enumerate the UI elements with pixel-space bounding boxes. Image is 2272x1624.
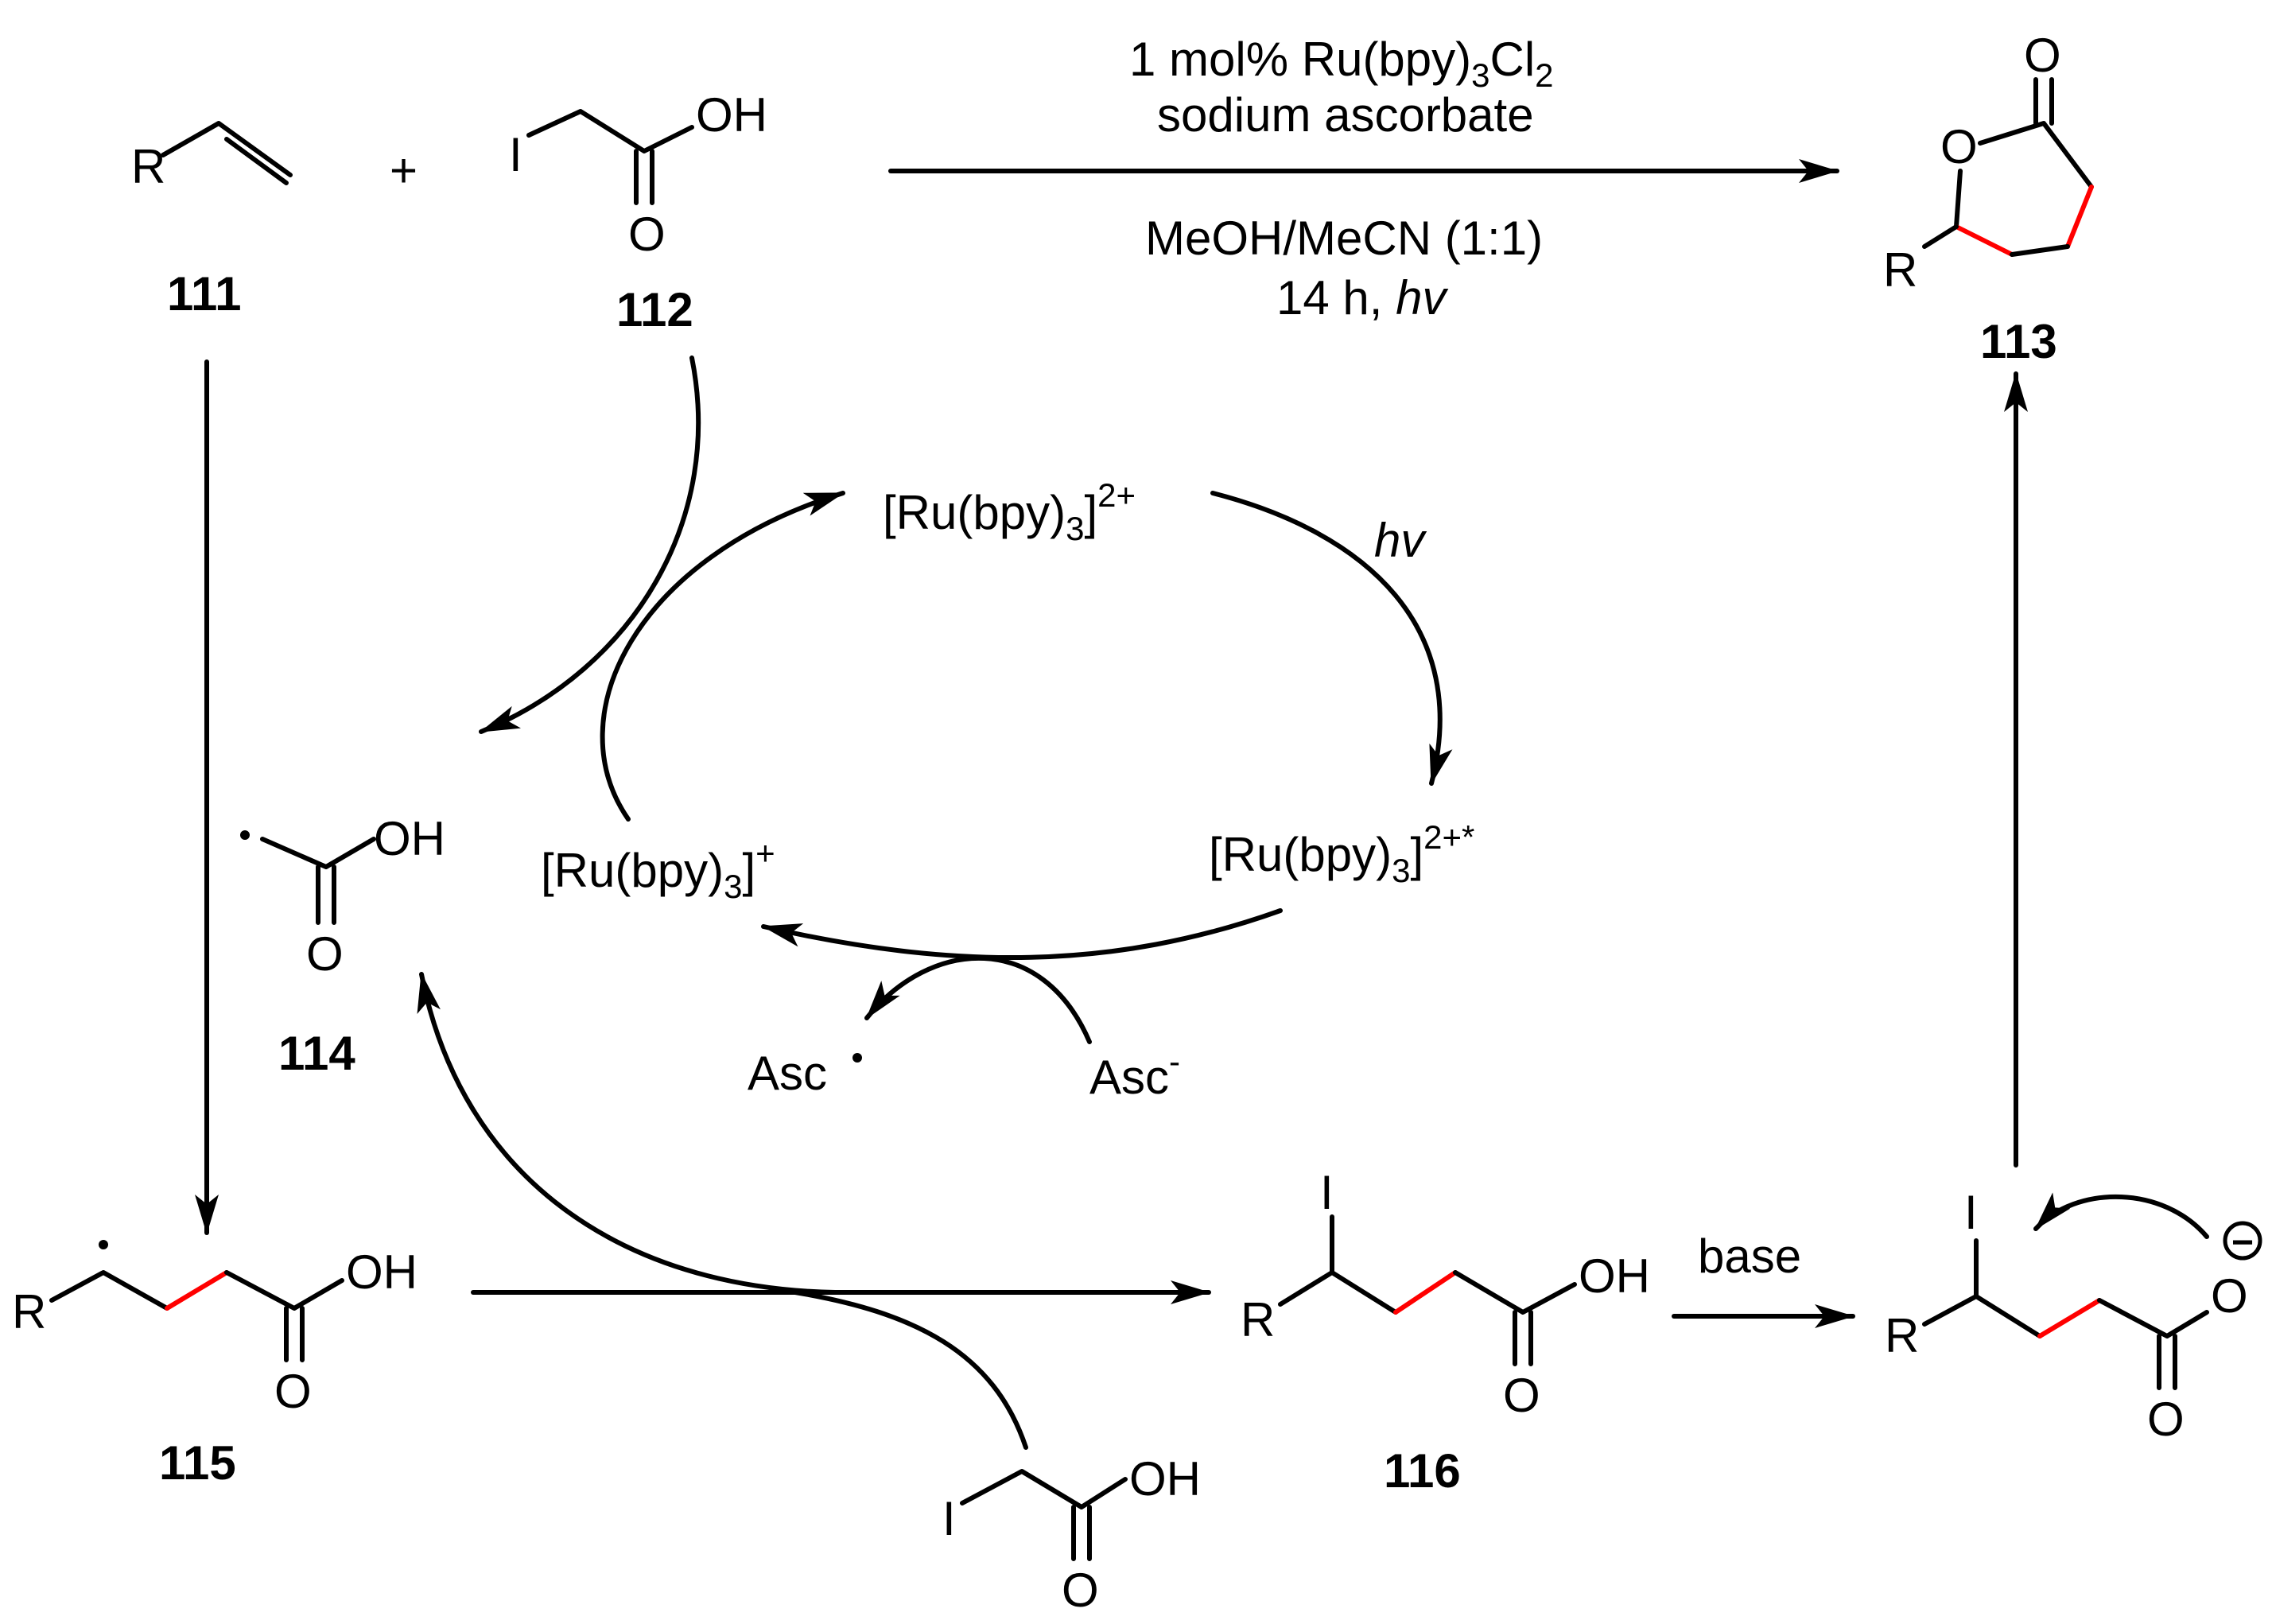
iodine-atom: I [942,1492,956,1545]
iodine-atom: I [509,128,522,181]
carbonyl-oxygen: O [274,1365,312,1418]
radical-dot [852,1053,862,1063]
iodo-acid-116: I R OH O 116 [1241,1166,1650,1498]
catalyst-regeneration-arrow [600,491,845,822]
compound-label-116: 116 [1384,1444,1461,1498]
hydroxyl-label: OH [1129,1452,1201,1506]
radical-formation-arrow [479,355,701,734]
compound-label-112: 112 [616,283,693,336]
carboxylate-oxygen: O [2211,1269,2248,1323]
compound-label-114: 114 [278,1027,355,1080]
plus-sign: + [390,144,418,197]
radical-115: R OH O 115 [12,1240,418,1490]
r-group-label: R [1883,243,1917,297]
hydroxyl-label: OH [346,1245,418,1299]
excitation-arrow [1210,491,1453,786]
radical-114: OH O 114 [240,812,445,1080]
condition-reductant: sodium ascorbate [1157,88,1534,142]
base-label: base [1698,1230,1801,1283]
radical-chain-arrow [417,972,837,1295]
lactone-113: O O R 113 [1883,29,2094,368]
cyclization-arrow [2033,1192,2209,1239]
ru-ground-state: [Ru(bpy)3]2+ [883,476,1136,547]
compound-label-115: 115 [159,1436,236,1490]
hydroxyl-label: OH [696,88,767,142]
radical-dot [240,830,250,840]
negative-charge-icon [2223,1221,2262,1261]
carbonyl-oxygen: O [1503,1369,1540,1422]
compound-label-111: 111 [167,267,242,321]
iodoacetic-acid-bottom: I OH O [942,1452,1201,1617]
hv-label: hv [1374,514,1427,567]
iodo-carboxylate: I R O O − [1885,1186,2262,1446]
reductive-quench-arrow [761,908,1283,961]
radical-dot [99,1240,108,1249]
condition-solvent: MeOH/MeCN (1:1) [1145,212,1543,265]
hydroxyl-label: OH [1579,1249,1650,1303]
ring-oxygen: O [1940,120,1978,173]
iodoacetic-acid-112: I OH O 112 [509,88,767,336]
negative-charge-sign: − [2231,1222,2254,1264]
compound-label-113: 113 [1980,315,2057,368]
condition-catalyst: 1 mol% Ru(bpy)3Cl2 [1129,33,1554,94]
carbonyl-oxygen: O [628,208,666,261]
reagent-entry-arrow [793,1290,1028,1450]
iodine-atom: I [1320,1166,1334,1219]
ru-excited-state: [Ru(bpy)3]2+* [1209,818,1474,889]
iodine-atom: I [1964,1186,1978,1239]
ru-reduced-state: [Ru(bpy)3]+ [541,834,775,905]
r-group-label: R [12,1285,46,1338]
lactone-carbonyl-oxygen: O [2024,29,2061,82]
alkene-111: R 111 [131,121,293,321]
r-group-label: R [1885,1309,1919,1362]
r-group-label: R [131,140,165,193]
carbonyl-oxygen: O [1062,1564,1099,1617]
carbonyl-oxygen: O [306,927,344,981]
hydroxyl-label: OH [374,812,445,865]
ascorbate-oxidation-arrow [864,955,1092,1044]
ascorbate-radical: Asc [748,1047,827,1100]
condition-time-light: 14 h, hv [1276,271,1448,324]
ascorbate-anion: Asc- [1089,1043,1180,1104]
carbonyl-oxygen: O [2147,1393,2185,1446]
r-group-label: R [1241,1293,1275,1346]
